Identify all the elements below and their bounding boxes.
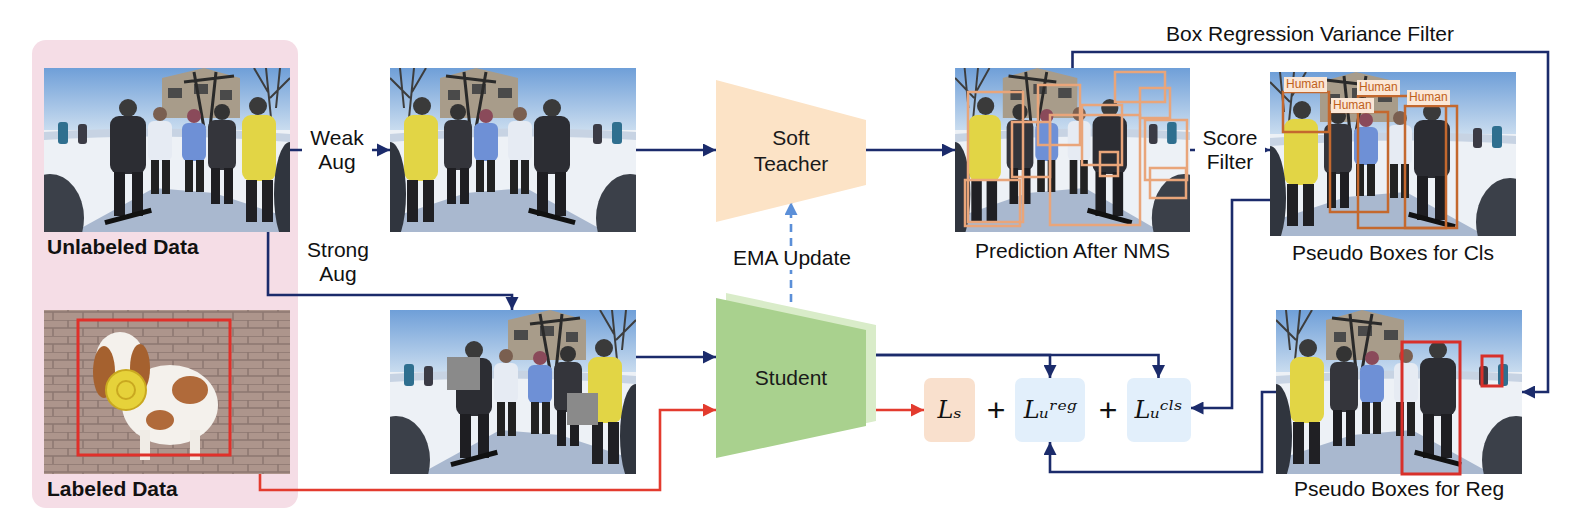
loss-label: Lᵤʳᵉᵍ xyxy=(1024,395,1077,425)
image-caption: Labeled Data xyxy=(47,476,178,502)
student-model: Student xyxy=(716,298,866,458)
unlabeled-photo xyxy=(16,68,306,262)
loss-term: Lᵤʳᵉᵍ xyxy=(1015,378,1085,442)
flow-arrow xyxy=(866,355,1159,378)
prediction-image: Prediction After NMS xyxy=(955,68,1190,264)
labeled-data-image: Labeled Data xyxy=(44,310,290,504)
arrow-head xyxy=(377,144,390,157)
edge-label: EMA Update xyxy=(729,246,855,270)
image-caption: Pseudo Boxes for Reg xyxy=(1294,476,1504,502)
loss-label: Lᵤᶜˡˢ xyxy=(1135,395,1183,425)
class-tag: Human xyxy=(1357,80,1400,95)
model-shape xyxy=(716,298,866,458)
loss-label: Lₛ xyxy=(937,395,961,425)
unlabeled-data-image: Unlabeled Data xyxy=(44,68,290,262)
edge-label: Weak Aug xyxy=(302,126,372,174)
teacher-model: Soft Teacher xyxy=(716,80,866,222)
plus-sign: + xyxy=(1099,392,1118,428)
reg-pseudo-image: Pseudo Boxes for Reg xyxy=(1276,310,1522,504)
loss-term: Lₛ xyxy=(924,378,975,442)
arrow-head xyxy=(506,297,519,310)
image-caption: Prediction After NMS xyxy=(975,238,1170,264)
edge-label: Score Filter xyxy=(1195,126,1265,174)
edge-label: Box Regression Variance Filter xyxy=(1162,22,1458,46)
reg-pseudo-photo xyxy=(1260,310,1550,504)
edge-label: Strong Aug xyxy=(296,238,380,286)
loss-term: Lᵤᶜˡˢ xyxy=(1127,378,1191,442)
flow-arrow xyxy=(866,355,1050,378)
cls-pseudo-photo xyxy=(1254,72,1544,266)
model-label: Soft Teacher xyxy=(741,125,841,177)
labeled-photo xyxy=(44,310,290,474)
image-caption: Unlabeled Data xyxy=(47,234,199,260)
image-caption: Pseudo Boxes for Cls xyxy=(1292,240,1494,266)
flow-arrow xyxy=(866,149,955,152)
class-tag: Human xyxy=(1331,98,1374,113)
weak-aug-photo xyxy=(374,68,664,262)
plus-sign: + xyxy=(987,392,1006,428)
flow-arrow xyxy=(1191,200,1271,408)
cls-pseudo-image: Pseudo Boxes for Cls xyxy=(1270,72,1516,266)
class-tag: Human xyxy=(1407,90,1450,105)
prediction-photo xyxy=(940,68,1217,262)
class-tag: Human xyxy=(1284,77,1327,92)
trapezoid-shape xyxy=(716,80,866,222)
strong-aug-photo xyxy=(362,310,652,504)
model-shape xyxy=(716,80,866,222)
model-label: Student xyxy=(755,365,827,391)
